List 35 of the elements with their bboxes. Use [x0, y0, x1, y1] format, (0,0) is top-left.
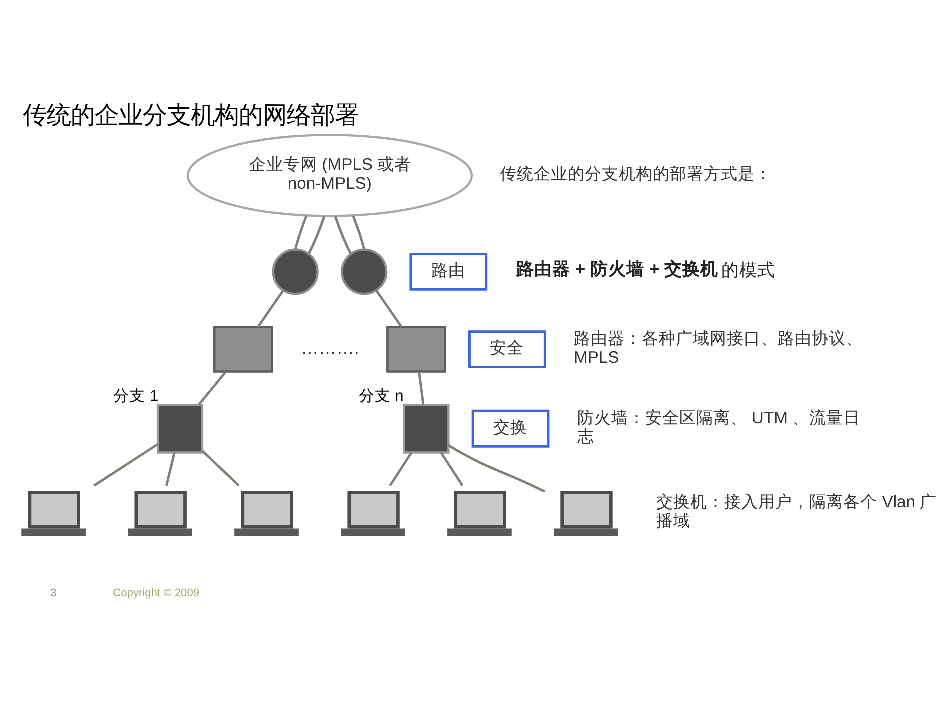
- node-router: [341, 248, 388, 296]
- label: 路由器：各种广域网接口、路由协议、 MPLS: [574, 329, 863, 367]
- connector: [375, 290, 403, 328]
- label: 传统企业的分支机构的部署方式是：: [500, 164, 772, 184]
- node-firewall: [386, 326, 446, 373]
- node-box: 路由: [410, 252, 488, 291]
- label: 路由器 + 防火墙 + 交换机的模式: [516, 259, 776, 280]
- node-label: 分支 n: [358, 388, 404, 405]
- connector: [94, 443, 159, 487]
- connector: [418, 372, 425, 405]
- connector: [389, 452, 413, 487]
- node-label: 分支 1: [114, 388, 159, 405]
- connector: [308, 216, 326, 254]
- node-switch: [156, 404, 204, 454]
- connector: [198, 371, 227, 406]
- label: 3: [50, 587, 57, 600]
- node-switch: [403, 404, 450, 454]
- connector: [334, 216, 352, 254]
- label: Copyright © 2009: [113, 587, 200, 600]
- diagram-title: 传统的企业分支机构的网络部署: [22, 102, 359, 130]
- label: ……….: [301, 338, 360, 358]
- connector: [440, 452, 464, 487]
- connector: [448, 444, 546, 493]
- node-box: 交换: [472, 410, 550, 448]
- connector: [202, 450, 240, 487]
- node-router: [272, 248, 319, 296]
- label: 防火墙：安全区隔离、 UTM 、流量日志: [577, 408, 861, 446]
- node-box: 安全: [468, 330, 546, 369]
- connector: [257, 290, 285, 328]
- connector: [165, 452, 176, 486]
- label: 交换机：接入用户，隔离各个 Vlan 广播域: [656, 492, 938, 530]
- connector: [294, 216, 308, 250]
- node-ellipse: 企业专网 (MPLS 或者 non-MPLS): [186, 134, 474, 218]
- node-firewall: [214, 326, 274, 373]
- connector: [352, 216, 366, 250]
